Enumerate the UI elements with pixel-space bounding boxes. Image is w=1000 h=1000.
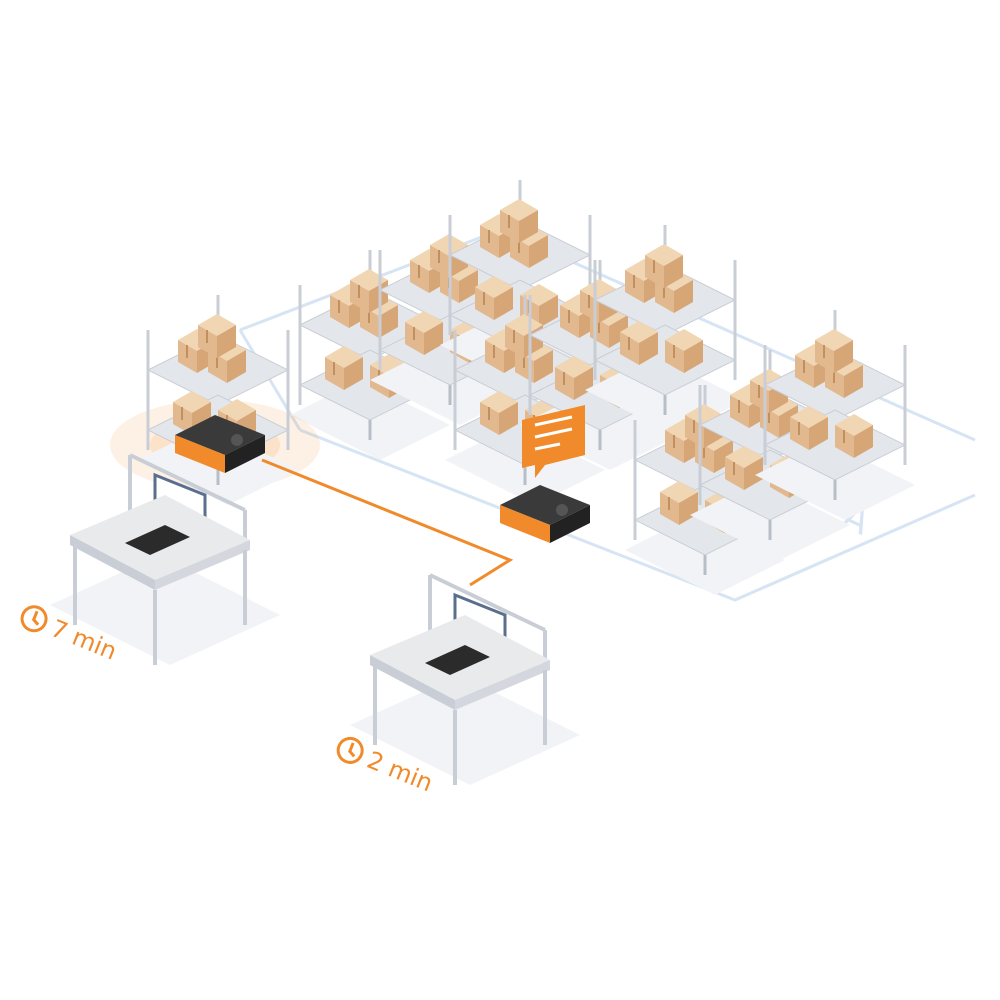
route-line: [261, 458, 514, 587]
robot-carrying-shelf: [110, 295, 320, 505]
clock-icon: [20, 605, 48, 633]
clock-icon: [336, 736, 364, 764]
message-bubble-icon: [522, 405, 585, 478]
